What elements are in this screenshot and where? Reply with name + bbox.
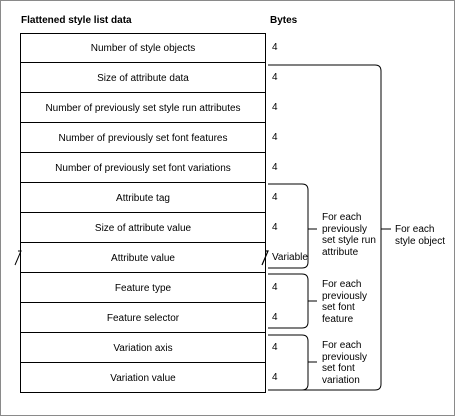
row-divider xyxy=(20,362,266,363)
bracket-label-style-run-attribute: For each previously set style run attrib… xyxy=(322,212,376,258)
row-divider xyxy=(20,122,266,123)
row-feature-selector: Feature selector xyxy=(106,312,180,324)
bytes-value: 4 xyxy=(272,72,278,83)
row-divider xyxy=(20,62,266,63)
bytes-value: Variable xyxy=(272,252,308,263)
bytes-value: 4 xyxy=(272,372,278,383)
row-divider xyxy=(20,152,266,153)
row-variation-axis: Variation axis xyxy=(113,342,173,354)
style-run-attribute-bracket xyxy=(268,183,309,269)
row-number-of-style-objects: Number of style objects xyxy=(90,42,196,54)
row-variation-value: Variation value xyxy=(110,372,176,384)
bytes-value: 4 xyxy=(272,312,278,323)
bytes-value: 4 xyxy=(272,102,278,113)
bracket-label-font-feature: For each previously set font feature xyxy=(322,279,368,325)
bytes-value: 4 xyxy=(272,342,278,353)
row-attribute-value: Attribute value xyxy=(111,252,175,264)
row-feature-type: Feature type xyxy=(114,282,172,294)
table-outline xyxy=(20,33,266,393)
bytes-value: 4 xyxy=(272,162,278,173)
break-mark-right xyxy=(261,250,269,266)
row-number-of-font-variations: Number of previously set font variations xyxy=(55,162,231,174)
bytes-value: 4 xyxy=(272,192,278,203)
bracket-label-font-variation: For each previously set font variation xyxy=(322,340,368,386)
row-divider xyxy=(20,182,266,183)
row-attribute-tag: Attribute tag xyxy=(116,192,170,204)
diagram-title: Flattened style list data xyxy=(21,15,132,26)
row-number-of-font-features: Number of previously set font features xyxy=(58,132,228,144)
bracket-label-style-object: For each style object xyxy=(395,224,446,247)
style-object-bracket xyxy=(268,64,382,391)
row-divider xyxy=(20,272,266,273)
row-divider xyxy=(20,332,266,333)
font-variation-bracket xyxy=(268,334,309,391)
row-divider xyxy=(20,302,266,303)
row-divider xyxy=(20,242,266,243)
bytes-value: 4 xyxy=(272,42,278,53)
row-divider xyxy=(20,92,266,93)
row-number-of-style-run-attributes: Number of previously set style run attri… xyxy=(45,102,241,114)
bytes-value: 4 xyxy=(272,282,278,293)
row-divider xyxy=(20,212,266,213)
table-top-border xyxy=(20,33,266,34)
font-feature-bracket xyxy=(268,273,309,329)
bytes-column-header: Bytes xyxy=(270,15,298,26)
table-bottom-border xyxy=(20,392,266,393)
break-mark-left xyxy=(14,250,22,266)
row-size-of-attribute-data: Size of attribute data xyxy=(97,72,189,84)
row-size-of-attribute-value: Size of attribute value xyxy=(94,222,192,234)
bytes-value: 4 xyxy=(272,132,278,143)
bytes-value: 4 xyxy=(272,222,278,233)
